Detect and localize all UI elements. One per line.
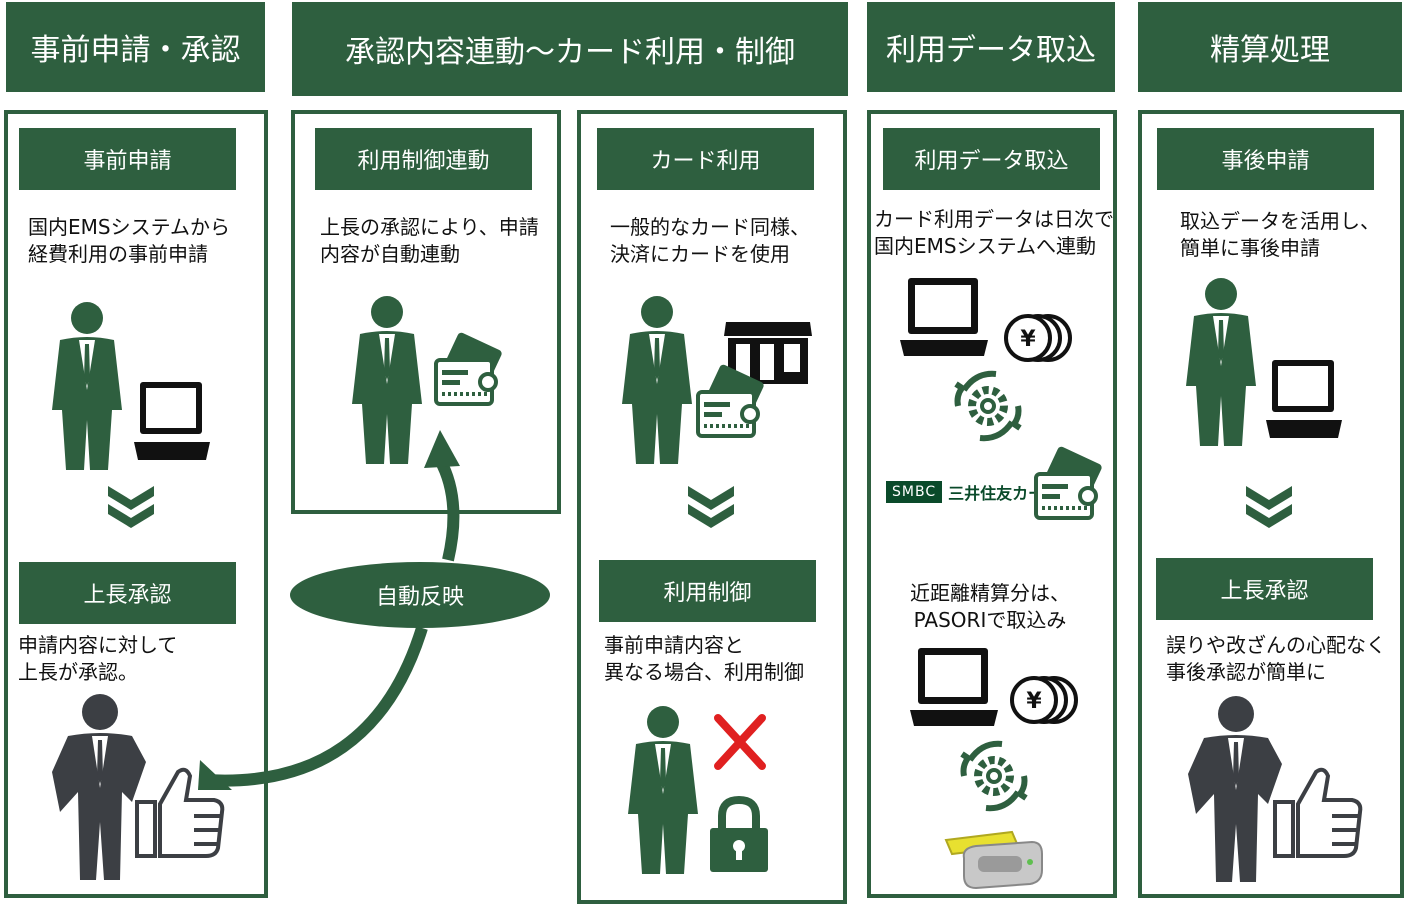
- sync-gear-icon: [960, 740, 1028, 812]
- chevron-down-icon: [1246, 486, 1292, 528]
- panel-preapproval: [4, 110, 268, 898]
- desc-usage-control: 事前申請内容と 異なる場合、利用制御: [604, 633, 804, 684]
- auto-reflect-ellipse: 自動反映: [290, 562, 550, 628]
- desc-post-manager-approval: 誤りや改ざんの心配なく 事後承認が簡単に: [1166, 633, 1386, 684]
- desc-post-application: 取込データを活用し、 簡単に事後申請: [1180, 209, 1380, 260]
- businessman-icon: [628, 706, 698, 874]
- businessman-icon: [352, 296, 422, 464]
- stage-header-data-import: 利用データ取込: [867, 2, 1115, 92]
- desc-usage-control-link: 上長の承認により、申請 内容が自動連動: [320, 215, 539, 266]
- subhead-post-manager-approval: 上長承認: [1156, 558, 1373, 620]
- stage-header-settlement: 精算処理: [1138, 2, 1402, 92]
- businessman-icon: [1186, 278, 1256, 446]
- laptop-icon: [900, 278, 988, 356]
- credit-card-icon: [434, 332, 502, 406]
- smbc-logo-mark: SMBC: [886, 481, 943, 503]
- cross-icon: [714, 714, 766, 770]
- credit-card-icon: [696, 364, 764, 438]
- card-reader-icon: [944, 830, 1043, 890]
- businessman-icon: [52, 302, 122, 470]
- laptop-icon: [1266, 360, 1342, 438]
- laptop-icon: [910, 648, 998, 726]
- manager-figure-icon: [1188, 696, 1282, 882]
- desc-manager-approval: 申請内容に対して 上長が承認。: [18, 633, 178, 684]
- desc-data-import: カード利用データは日次で 国内EMSシステムへ連動: [874, 207, 1114, 258]
- thumbs-up-icon: [135, 767, 225, 858]
- smbc-brand-name: 三井住友カード: [948, 484, 1061, 503]
- panel-data-import: [867, 110, 1117, 898]
- panel-card-usage: [577, 110, 847, 904]
- yen-coins-icon: ¥: [1010, 676, 1078, 724]
- stage-header-card-usage: 承認内容連動～カード利用・制御: [292, 2, 848, 96]
- subhead-card-usage: カード利用: [597, 128, 814, 190]
- laptop-icon: [134, 382, 210, 460]
- yen-coins-icon: ¥: [1004, 314, 1072, 362]
- desc-card-usage: 一般的なカード同様、 決済にカードを使用: [610, 215, 810, 266]
- yen-symbol: ¥: [1026, 689, 1042, 714]
- store-icon: [724, 322, 812, 384]
- chevron-down-icon: [688, 486, 734, 528]
- credit-card-icon: [1034, 446, 1102, 520]
- subhead-usage-control: 利用制御: [599, 560, 816, 622]
- yen-symbol: ¥: [1020, 327, 1036, 352]
- panel-usage-control-link: [291, 110, 561, 514]
- desc-pasori-import: 近距離精算分は、 PASORIで取込み: [910, 581, 1070, 632]
- smbc-card-logo: SMBC 三井住友カード: [886, 480, 1060, 504]
- sync-gear-icon: [954, 370, 1022, 442]
- subhead-manager-approval: 上長承認: [19, 562, 236, 624]
- subhead-post-application: 事後申請: [1157, 128, 1374, 190]
- manager-figure-icon: [52, 694, 146, 880]
- lock-icon: [710, 795, 768, 872]
- subhead-data-import: 利用データ取込: [883, 128, 1100, 190]
- panel-settlement: [1138, 110, 1404, 898]
- stage-header-preapproval: 事前申請・承認: [6, 2, 265, 92]
- subhead-usage-control-link: 利用制御連動: [315, 128, 532, 190]
- desc-pre-application: 国内EMSシステムから 経費利用の事前申請: [28, 215, 230, 266]
- thumbs-up-icon: [1273, 767, 1363, 858]
- chevron-down-icon: [108, 486, 154, 528]
- businessman-icon: [622, 296, 692, 464]
- subhead-pre-application: 事前申請: [19, 128, 236, 190]
